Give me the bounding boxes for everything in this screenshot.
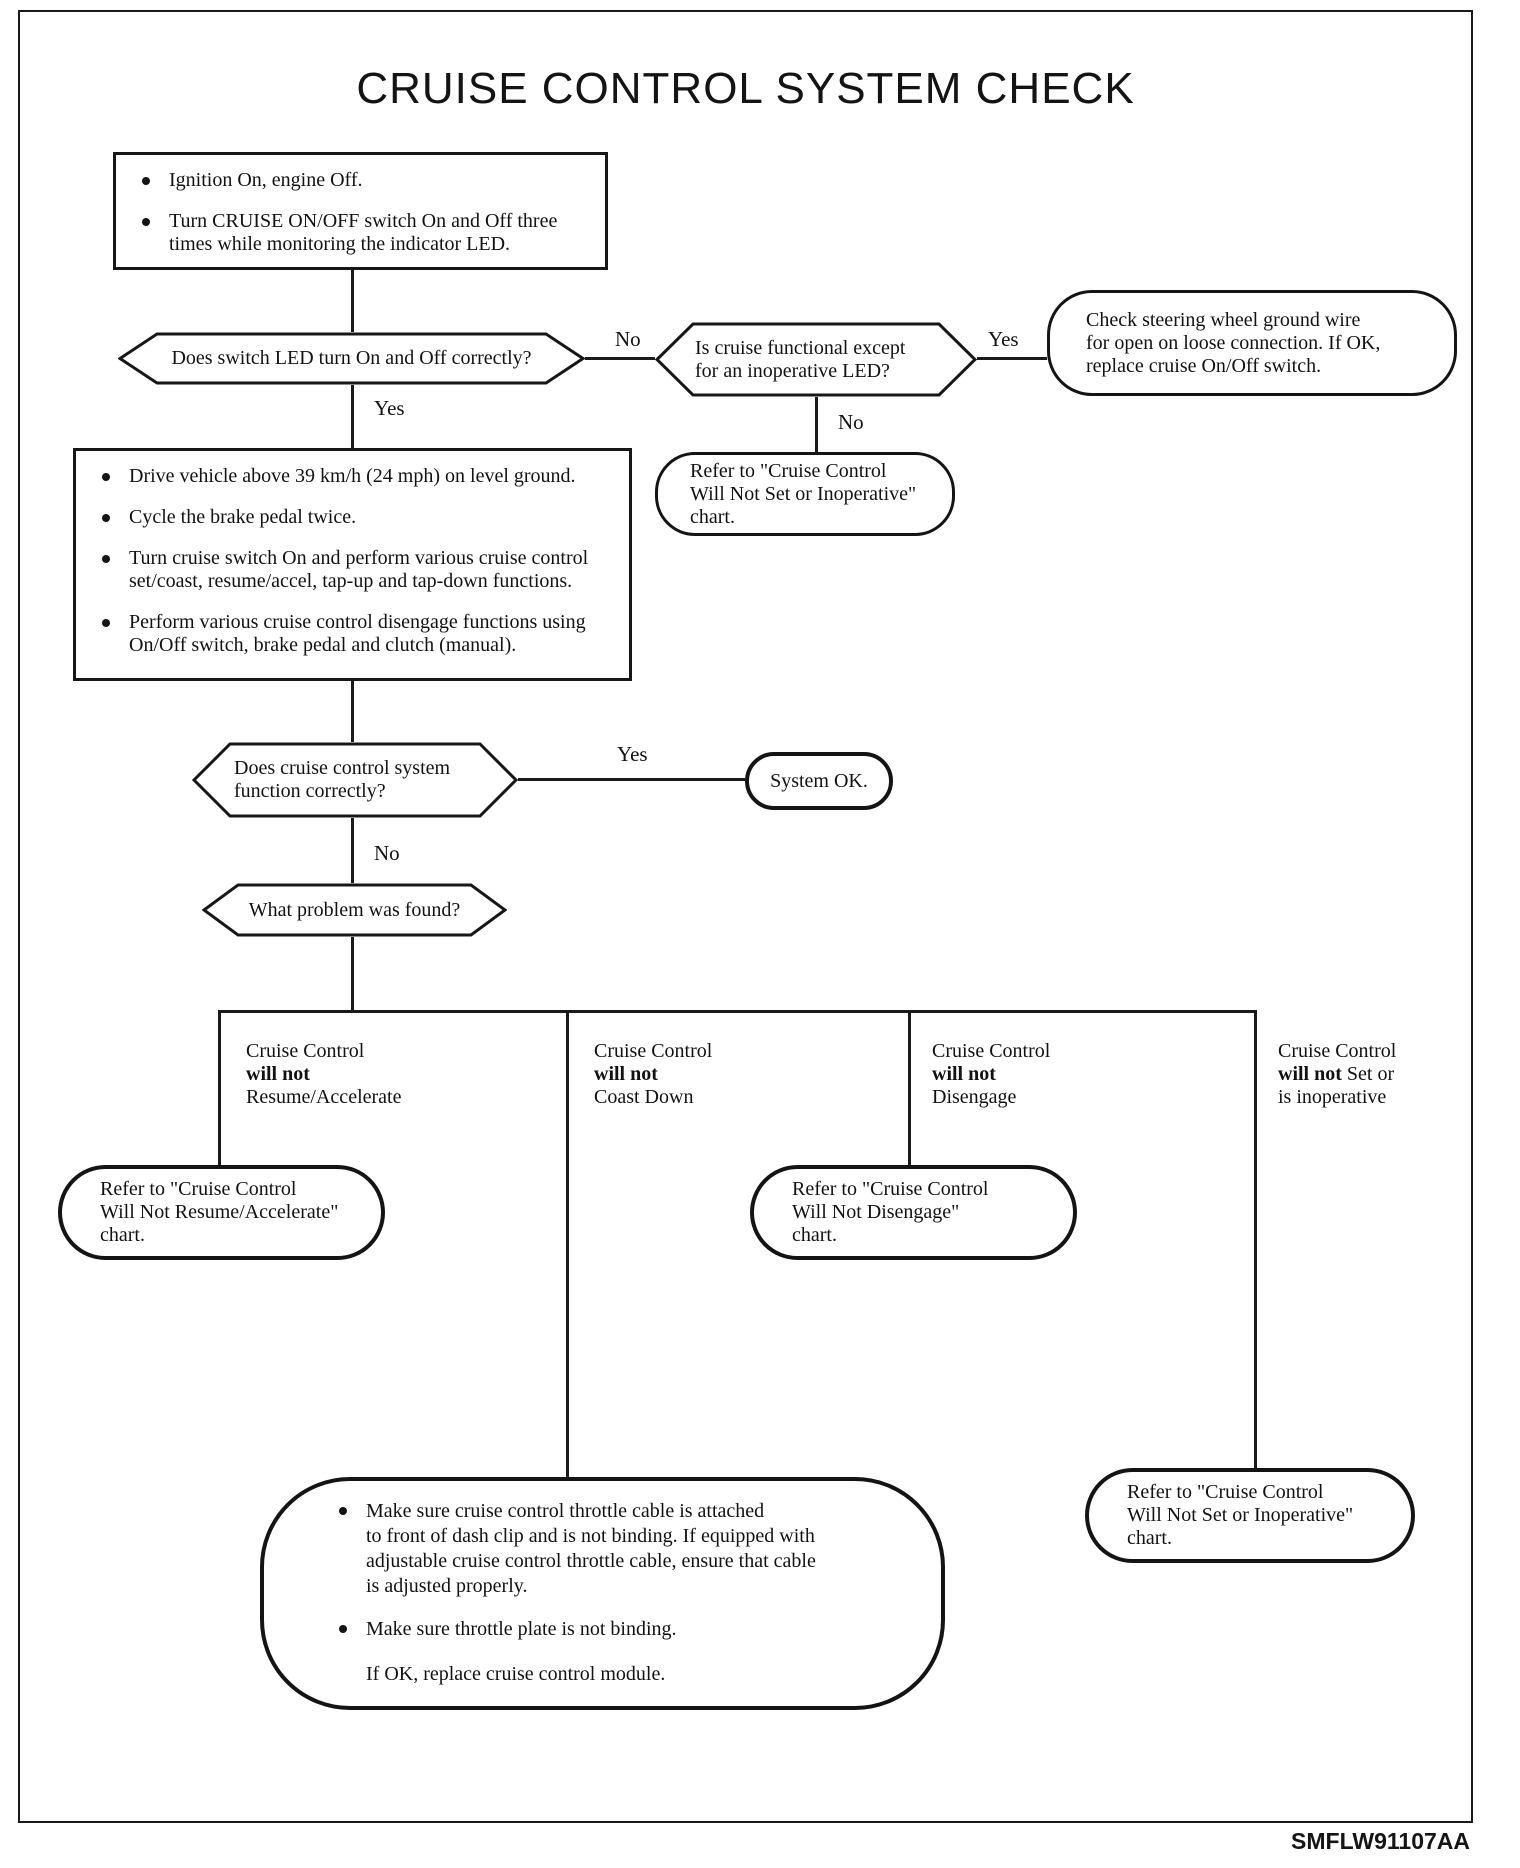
refer-set-inoperative-top-text: Refer to "Cruise Control Will Not Set or… [690, 459, 917, 528]
doc-code: SMFLW91107AA [1291, 1828, 1470, 1854]
branch-label-resume: Cruise Control will not Resume/Accelerat… [246, 1040, 401, 1109]
branch-label-line: will not [594, 1063, 658, 1085]
start-step-2: Turn CRUISE ON/OFF switch On and Off thr… [169, 210, 558, 255]
decision-problem-hex: What problem was found? [202, 883, 507, 937]
refer-set-inoperative-bottom-text: Refer to "Cruise Control Will Not Set or… [1127, 1481, 1354, 1549]
branch-label-line: Cruise Control [932, 1040, 1051, 1062]
list-item: Turn CRUISE ON/OFF switch On and Off thr… [142, 210, 593, 256]
system-ok-text: System OK. [770, 769, 868, 792]
decision-led-text: Does switch LED turn On and Off correctl… [171, 347, 532, 369]
branch-label-line: will not [246, 1063, 310, 1085]
bullet-icon [142, 218, 150, 226]
drive-step-3: Turn cruise switch On and perform variou… [129, 547, 589, 592]
label-no-function: No [374, 841, 400, 865]
connector-led-yes [351, 385, 354, 448]
list-item: Drive vehicle above 39 km/h (24 mph) on … [102, 465, 617, 488]
bullet-icon [102, 619, 110, 627]
hexagon-shape [118, 332, 585, 385]
throttle-step-2: Make sure throttle plate is not binding. [366, 1618, 677, 1640]
bullet-icon [339, 1625, 347, 1633]
branch-line-resume [218, 1010, 221, 1165]
check-ground-node: Check steering wheel ground wire for ope… [1047, 290, 1457, 396]
branch-label-line: Resume/Accelerate [246, 1086, 402, 1108]
branch-label-line: Coast Down [594, 1086, 694, 1108]
list-item: Turn cruise switch On and perform variou… [102, 547, 617, 593]
drive-box: Drive vehicle above 39 km/h (24 mph) on … [73, 448, 632, 681]
system-ok-node: System OK. [745, 752, 893, 810]
branch-line-disengage [908, 1010, 911, 1165]
throttle-check-node: Make sure cruise control throttle cable … [260, 1477, 945, 1710]
branch-label-line: will not Set or [1278, 1063, 1395, 1085]
branch-label-line: Cruise Control [246, 1040, 365, 1062]
branch-label-coast: Cruise Control will not Coast Down [594, 1040, 712, 1109]
branch-splitter-line [218, 1010, 1257, 1013]
start-box: Ignition On, engine Off. Turn CRUISE ON/… [113, 152, 608, 270]
decision-function-hex: Does cruise control system function corr… [192, 742, 518, 818]
branch-label-line: is inoperative [1278, 1086, 1387, 1108]
label-yes-functional: Yes [988, 327, 1019, 351]
bullet-icon [339, 1507, 347, 1515]
refer-resume-text: Refer to "Cruise Control Will Not Resume… [100, 1178, 339, 1246]
bullet-icon [102, 473, 110, 481]
branch-label-line: Disengage [932, 1086, 1017, 1108]
bullet-icon [142, 177, 150, 185]
connector-problem-to-splitter [351, 937, 354, 1010]
page-title: CRUISE CONTROL SYSTEM CHECK [356, 64, 1135, 113]
label-yes-led: Yes [374, 396, 405, 420]
branch-label-line: Cruise Control [594, 1040, 713, 1062]
list-item: Cycle the brake pedal twice. [102, 506, 617, 529]
throttle-note: If OK, replace cruise control module. [366, 1663, 666, 1685]
bullet-icon [102, 514, 110, 522]
list-item: Perform various cruise control disengage… [102, 611, 617, 657]
drive-step-4: Perform various cruise control disengage… [129, 611, 586, 656]
branch-label-line: will not [932, 1063, 996, 1085]
branch-label-line: Cruise Control [1278, 1040, 1397, 1062]
decision-problem-text: What problem was found? [248, 898, 461, 921]
drive-step-2: Cycle the brake pedal twice. [129, 506, 357, 528]
refer-resume-node: Refer to "Cruise Control Will Not Resume… [58, 1165, 385, 1260]
list-item: Make sure cruise control throttle cable … [339, 1499, 816, 1599]
page-border [18, 10, 1473, 1823]
label-no-led: No [615, 327, 641, 351]
connector-led-no [585, 357, 655, 360]
label-yes-function: Yes [617, 742, 648, 766]
hexagon-shape [192, 742, 518, 818]
branch-label-disengage: Cruise Control will not Disengage [932, 1040, 1050, 1109]
hexagon-shape [655, 322, 977, 397]
list-item: Make sure throttle plate is not binding. [339, 1617, 816, 1642]
refer-set-inoperative-bottom-node: Refer to "Cruise Control Will Not Set or… [1085, 1468, 1415, 1563]
branch-label-set: Cruise Control will not Set or is inoper… [1278, 1040, 1396, 1109]
bullet-icon [102, 555, 110, 563]
list-item: Ignition On, engine Off. [142, 169, 593, 192]
refer-disengage-node: Refer to "Cruise Control Will Not Diseng… [750, 1165, 1077, 1260]
branch-line-coast [566, 1010, 569, 1477]
decision-functional-hex: Is cruise functional except for an inope… [655, 322, 977, 397]
refer-set-inoperative-top-node: Refer to "Cruise Control Will Not Set or… [655, 452, 955, 536]
connector-start-to-led [351, 270, 354, 332]
label-no-functional: No [838, 410, 864, 434]
start-step-1: Ignition On, engine Off. [169, 169, 363, 191]
throttle-step-1: Make sure cruise control throttle cable … [366, 1500, 816, 1597]
connector-function-no [351, 818, 354, 883]
decision-function-text: Does cruise control system function corr… [234, 757, 451, 802]
decision-functional-text: Is cruise functional except for an inope… [695, 336, 906, 382]
decision-led-hex: Does switch LED turn On and Off correctl… [118, 332, 585, 385]
drive-step-1: Drive vehicle above 39 km/h (24 mph) on … [129, 465, 576, 487]
connector-function-yes [518, 778, 745, 781]
list-item: If OK, replace cruise control module. [339, 1662, 816, 1687]
check-ground-text: Check steering wheel ground wire for ope… [1086, 308, 1381, 377]
refer-disengage-text: Refer to "Cruise Control Will Not Diseng… [792, 1178, 989, 1246]
connector-drive-to-function [351, 681, 354, 742]
connector-functional-no [815, 397, 818, 452]
connector-functional-yes [977, 357, 1047, 360]
hexagon-shape [202, 883, 507, 937]
branch-line-set [1254, 1010, 1257, 1468]
